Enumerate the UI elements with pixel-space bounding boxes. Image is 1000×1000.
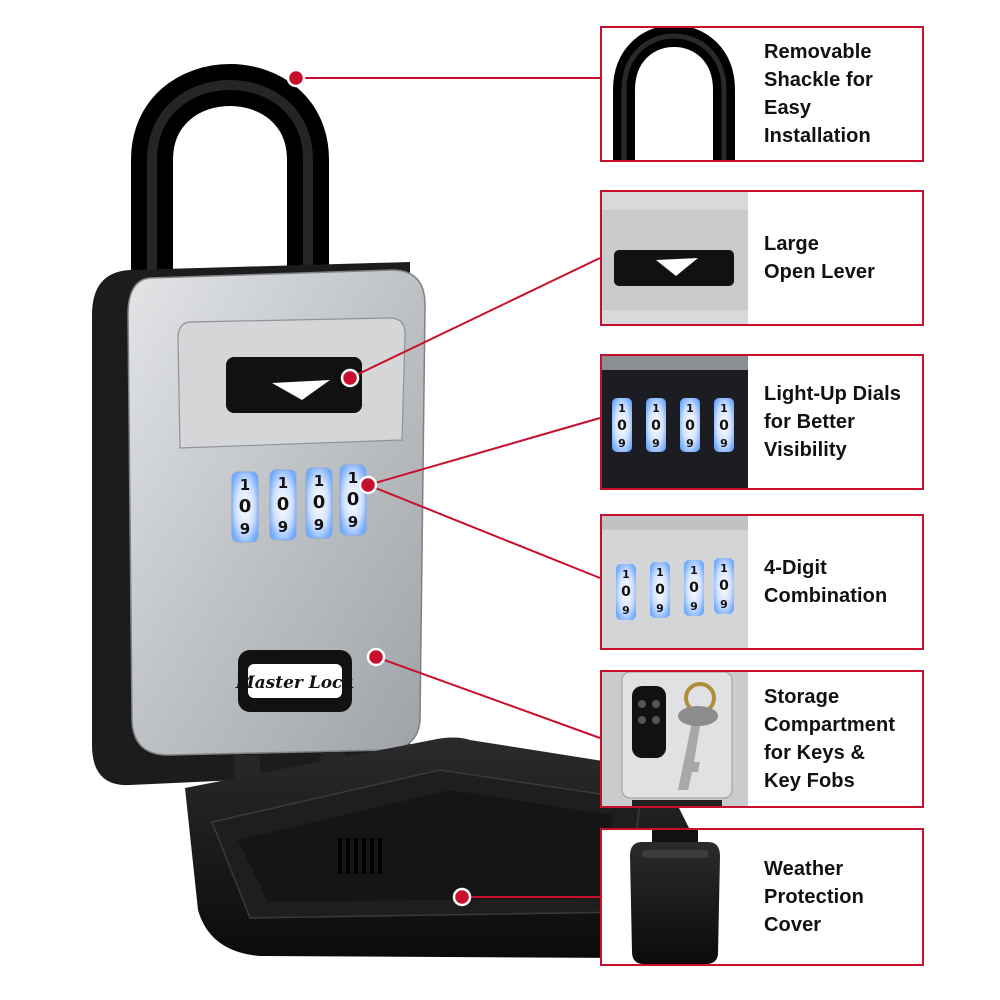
svg-text:0: 0 (719, 418, 729, 434)
svg-text:1: 1 (652, 402, 660, 415)
svg-text:0: 0 (617, 418, 627, 434)
shackle (131, 64, 329, 290)
svg-text:0: 0 (347, 489, 360, 510)
keys-icon (602, 672, 748, 806)
svg-text:1: 1 (622, 568, 630, 581)
svg-text:9: 9 (720, 598, 728, 611)
svg-text:1: 1 (278, 474, 288, 492)
svg-text:0: 0 (277, 494, 290, 515)
feature-card-lightup: 1 0 9 1 0 9 1 0 9 1 0 9 Light-Up Dials f… (600, 354, 924, 490)
svg-text:1: 1 (690, 564, 698, 577)
svg-text:9: 9 (622, 604, 630, 617)
feature-label: Light-Up Dials for Better Visibility (764, 383, 901, 461)
feature-label: Storage Compartment for Keys & Key Fobs (764, 686, 896, 792)
svg-text:9: 9 (656, 602, 664, 615)
shackle-icon (602, 28, 748, 160)
feature-card-cover: Weather Protection Cover (600, 828, 924, 966)
svg-text:Master Lock: Master Lock (235, 673, 354, 693)
svg-text:1: 1 (240, 476, 250, 494)
dial-2: 1 0 9 (269, 469, 297, 541)
lit-dials-icon: 1 0 9 1 0 9 1 0 9 1 0 9 (602, 356, 748, 488)
svg-text:9: 9 (652, 437, 660, 450)
combination-dials: 1 0 9 1 0 9 1 0 9 1 0 9 (231, 464, 367, 543)
svg-text:0: 0 (719, 578, 729, 594)
svg-text:0: 0 (655, 582, 665, 598)
feature-label: 4-Digit Combination (764, 557, 888, 607)
feature-label: Removable Shackle for Easy Installation (764, 41, 873, 147)
dial-3: 1 0 9 (305, 467, 333, 539)
svg-text:9: 9 (240, 520, 250, 538)
svg-text:0: 0 (689, 580, 699, 596)
dial-4: 1 0 9 (339, 464, 367, 536)
feature-card-shackle: Removable Shackle for Easy Installation (600, 26, 924, 162)
svg-text:9: 9 (348, 513, 358, 531)
svg-text:0: 0 (239, 496, 252, 517)
feature-card-storage: Storage Compartment for Keys & Key Fobs (600, 670, 924, 808)
svg-text:0: 0 (621, 584, 631, 600)
svg-text:1: 1 (314, 472, 324, 490)
svg-text:9: 9 (618, 437, 626, 450)
feature-label: Weather Protection Cover (764, 858, 864, 936)
feature-card-lever: Large Open Lever (600, 190, 924, 326)
callout-dots (286, 68, 472, 907)
svg-text:1: 1 (720, 402, 728, 415)
lever-icon (602, 192, 748, 324)
svg-text:9: 9 (686, 437, 694, 450)
svg-text:0: 0 (685, 418, 695, 434)
svg-text:1: 1 (720, 562, 728, 575)
brand-logo: Master Lock (235, 650, 354, 712)
svg-text:0: 0 (651, 418, 661, 434)
svg-text:1: 1 (618, 402, 626, 415)
svg-text:9: 9 (720, 437, 728, 450)
cover-icon (602, 830, 748, 964)
dial-1: 1 0 9 (231, 471, 259, 543)
svg-text:1: 1 (348, 469, 358, 487)
leader-lines (296, 77, 601, 898)
svg-text:0: 0 (313, 492, 326, 513)
combination-dials-icon: 1 0 9 1 0 9 1 0 9 1 0 9 (602, 516, 748, 648)
weather-cover (185, 737, 690, 958)
feature-card-combination: 1 0 9 1 0 9 1 0 9 1 0 9 4-Digit Combinat… (600, 514, 924, 650)
open-lever (226, 357, 362, 413)
svg-text:9: 9 (278, 518, 288, 536)
svg-text:1: 1 (686, 402, 694, 415)
feature-label: Large Open Lever (764, 233, 876, 283)
svg-text:1: 1 (656, 566, 664, 579)
svg-text:9: 9 (314, 516, 324, 534)
svg-text:9: 9 (690, 600, 698, 613)
